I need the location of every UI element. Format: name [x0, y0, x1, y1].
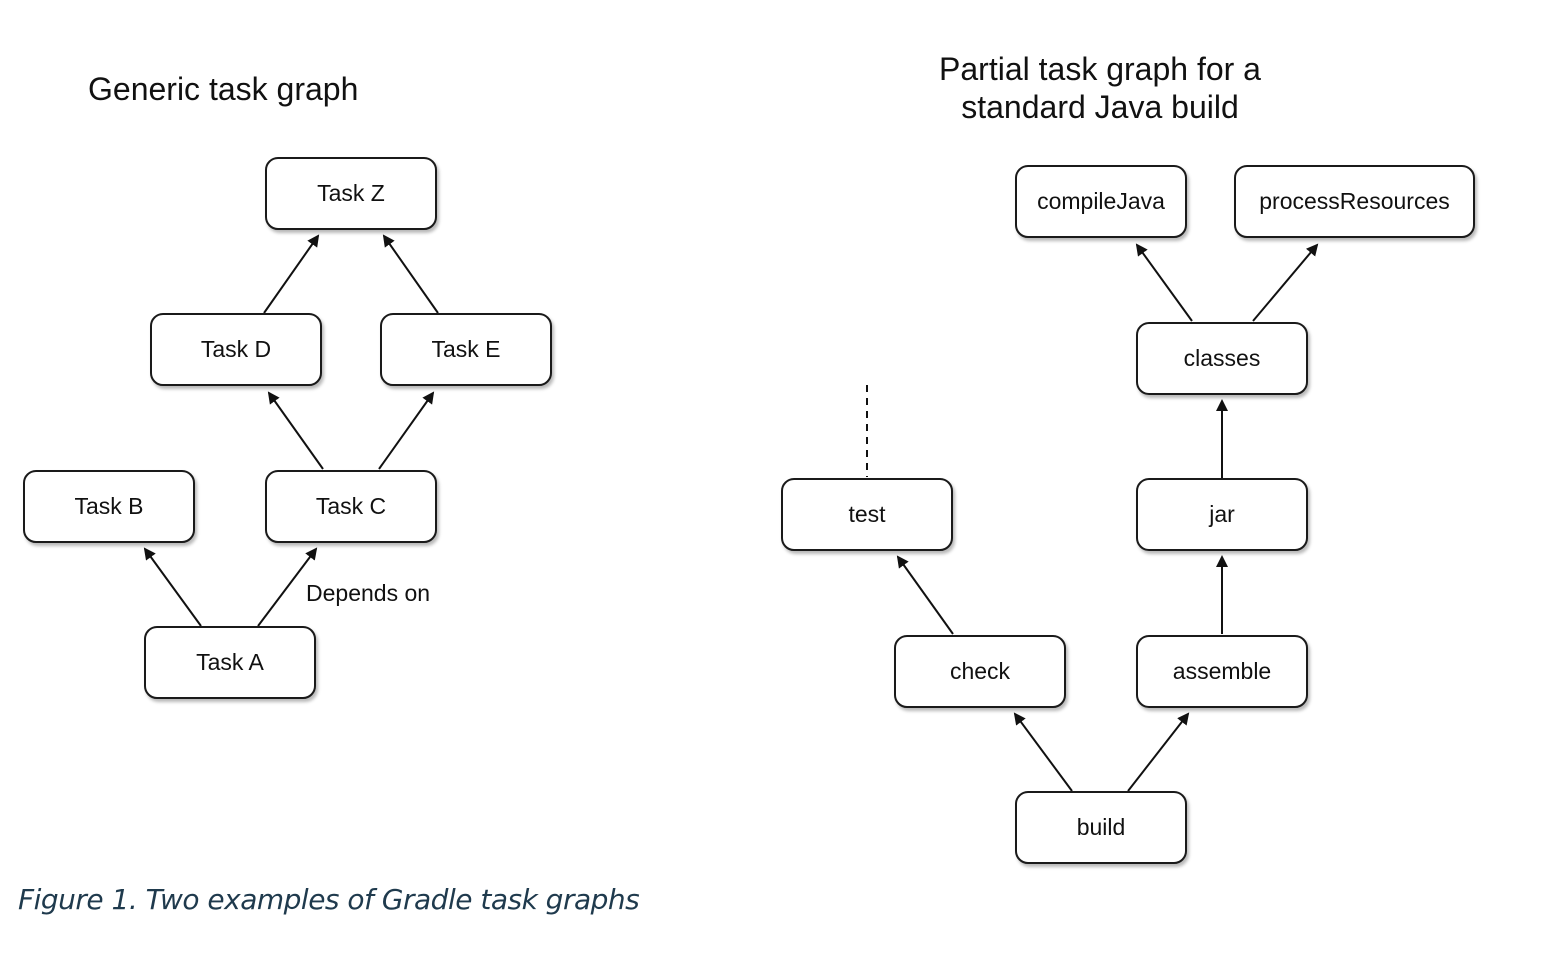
right-graph-title-line2: standard Java build: [961, 89, 1239, 125]
node-task-c: Task C: [265, 470, 437, 543]
node-test: test: [781, 478, 953, 551]
edge-task-e-to-task-z: [382, 234, 439, 314]
edge-task-c-to-task-d: [267, 391, 324, 470]
edge-check-to-test: [896, 555, 954, 635]
node-task-b-label: Task B: [74, 493, 144, 519]
edge-task-d-to-task-z: [263, 234, 320, 314]
node-task-b: Task B: [23, 470, 195, 543]
node-jar-label: jar: [1209, 501, 1235, 527]
figure-caption: Figure 1. Two examples of Gradle task gr…: [18, 883, 640, 916]
node-compile-java-label: compileJava: [1037, 188, 1165, 214]
edge-classes-to-process-resources: [1252, 243, 1319, 322]
left-graph-title: Generic task graph: [88, 71, 359, 107]
depends-on-label: Depends on: [306, 580, 431, 606]
node-check-label: check: [949, 658, 1011, 684]
edge-task-c-to-task-e: [378, 391, 435, 470]
node-task-a-label: Task A: [196, 649, 264, 675]
node-build: build: [1015, 791, 1187, 864]
node-assemble: assemble: [1136, 635, 1308, 708]
node-task-z: Task Z: [265, 157, 437, 230]
node-task-z-label: Task Z: [317, 180, 385, 206]
node-build-label: build: [1076, 814, 1126, 840]
node-classes-label: classes: [1183, 345, 1261, 371]
node-compile-java: compileJava: [1015, 165, 1187, 238]
node-task-a: Task A: [144, 626, 316, 699]
node-process-resources-label: processResources: [1259, 188, 1450, 214]
node-classes: classes: [1136, 322, 1308, 395]
node-assemble-label: assemble: [1172, 658, 1272, 684]
node-jar: jar: [1136, 478, 1308, 551]
node-task-e: Task E: [380, 313, 552, 386]
node-task-c-label: Task C: [315, 493, 387, 519]
edge-task-a-to-task-b: [143, 547, 202, 627]
edge-build-to-check: [1013, 712, 1073, 792]
node-task-e-label: Task E: [431, 336, 501, 362]
node-task-d: Task D: [150, 313, 322, 386]
node-process-resources: processResources: [1234, 165, 1475, 238]
edge-classes-to-compile-java: [1135, 243, 1193, 322]
edge-task-a-to-task-c: [257, 547, 318, 627]
node-task-d-label: Task D: [200, 336, 272, 362]
right-graph-title: Partial task graph for a standard Java b…: [900, 50, 1300, 126]
edge-build-to-assemble: [1127, 712, 1190, 792]
node-test-label: test: [848, 501, 886, 527]
right-graph-title-line1: Partial task graph for a: [939, 51, 1261, 87]
node-check: check: [894, 635, 1066, 708]
